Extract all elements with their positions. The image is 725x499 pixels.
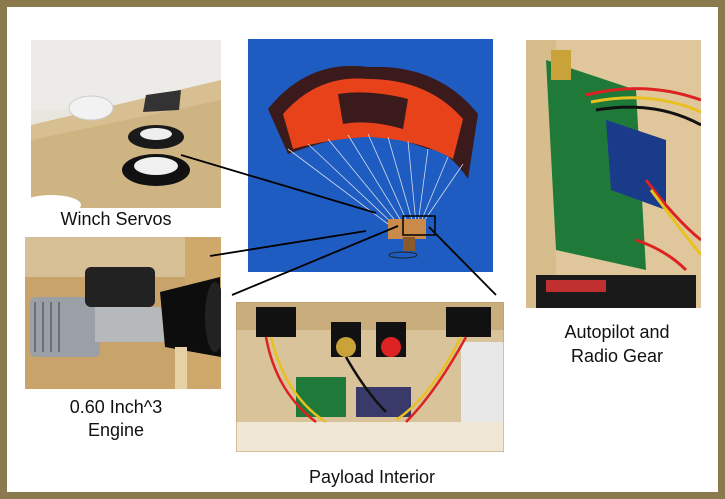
parafoil-photo	[248, 39, 493, 272]
engine-caption-line1: 0.60 Inch^3	[69, 397, 163, 417]
autopilot-caption-line2: Radio Gear	[570, 346, 664, 366]
winch-servos-caption: Winch Servos	[60, 209, 172, 229]
payload-interior-photo	[236, 302, 504, 452]
engine-caption-line2: Engine	[87, 420, 145, 440]
autopilot-caption-line1: Autopilot and	[564, 322, 670, 342]
winch-servos-photo	[31, 40, 221, 208]
engine-photo	[25, 237, 221, 389]
payload-interior-caption: Payload Interior	[308, 467, 436, 487]
autopilot-photo	[526, 40, 701, 308]
